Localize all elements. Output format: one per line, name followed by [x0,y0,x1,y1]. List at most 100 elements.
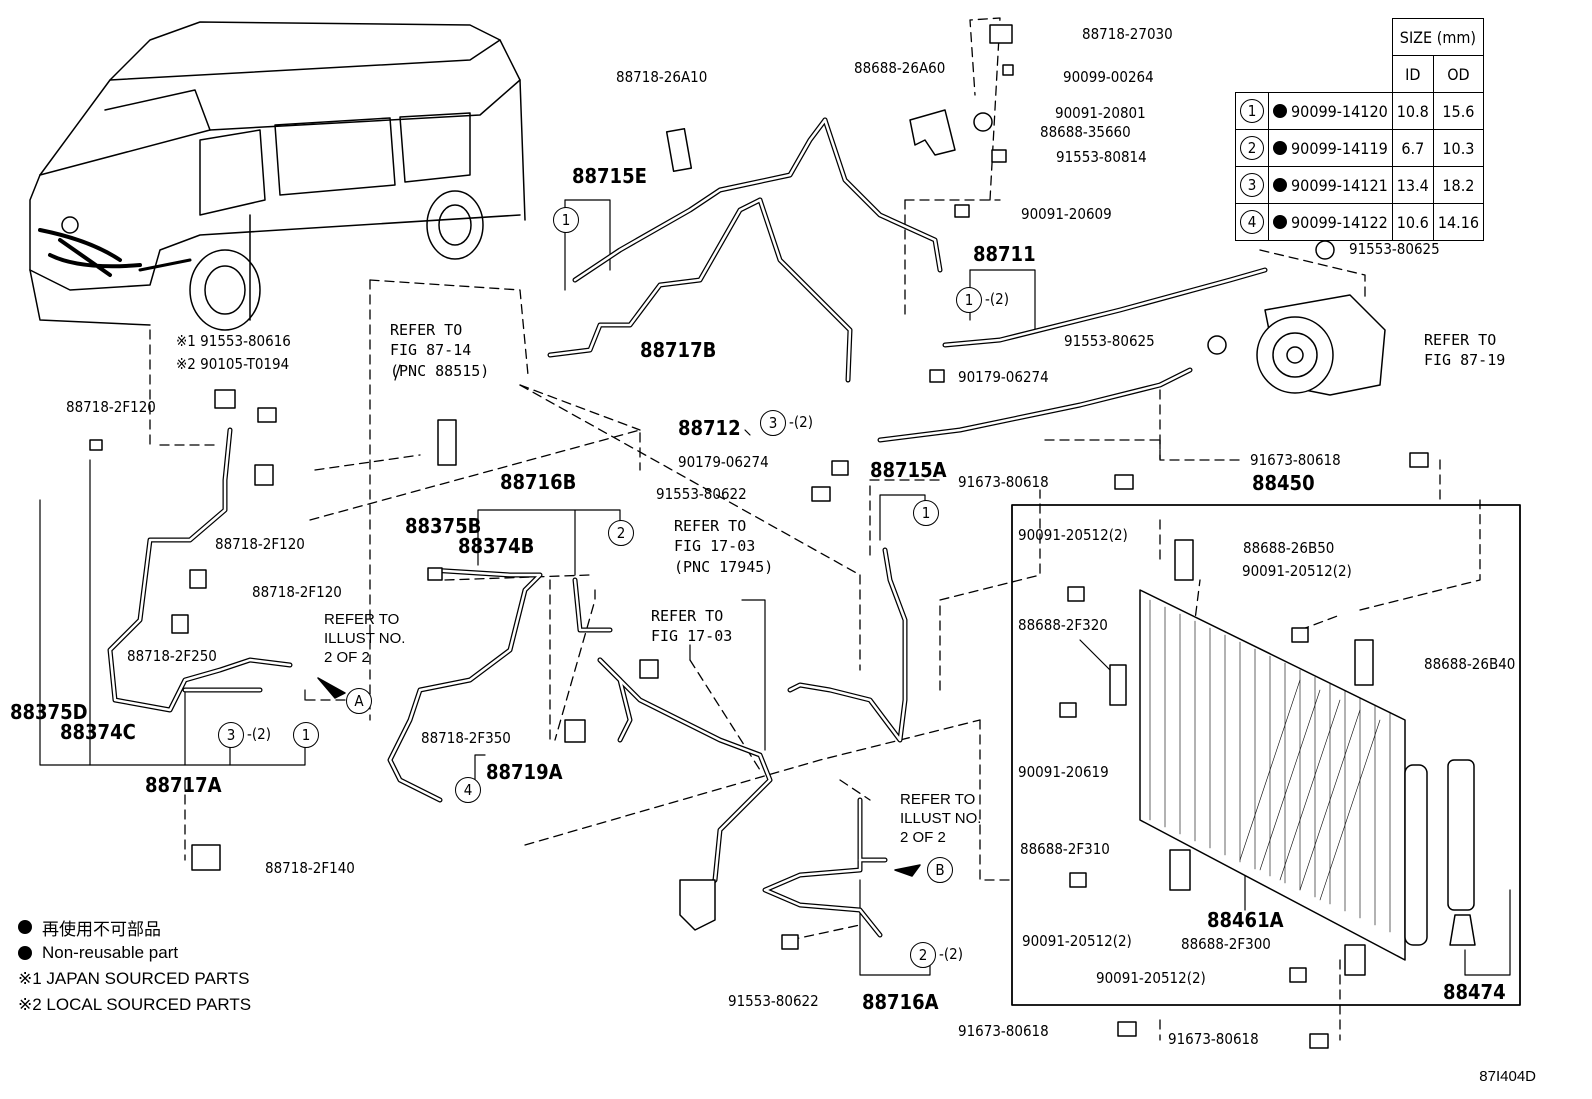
part-91673-80618[interactable]: 91673-80618 [1168,1030,1259,1048]
callout-qty: -(2) [985,290,1009,308]
part-90091-20512[interactable]: 90091-20512(2) [1242,562,1352,580]
assembly-88716B[interactable]: 88716B [500,470,577,494]
assembly-88717B[interactable]: 88717B [640,338,717,362]
seal-size-table: SIZE (mm) ID OD 1 90099-14120 10.8 15.6 … [1235,18,1485,241]
part-91553-80622[interactable]: 91553-80622 [728,992,819,1010]
local-sourced-part[interactable]: ※2 90105-T0194 [176,355,290,373]
row-part: 90099-14121 [1291,175,1388,195]
assembly-88715E[interactable]: 88715E [572,164,647,188]
row-part: 90099-14120 [1291,101,1388,121]
callout-4: 4 [455,777,481,803]
part-90091-20512[interactable]: 90091-20512(2) [1018,526,1128,544]
part-88718-26A10[interactable]: 88718-26A10 [616,68,708,86]
assembly-88711[interactable]: 88711 [973,242,1036,266]
van-illustration [29,21,526,331]
part-91673-80618[interactable]: 91673-80618 [1250,451,1341,469]
size-col-id: ID [1391,55,1434,93]
row-od: 15.6 [1432,92,1485,130]
row-part: 90099-14119 [1291,138,1388,158]
part-90091-20801[interactable]: 90091-20801 [1055,104,1146,122]
table-row: 1 90099-14120 10.8 15.6 [1235,92,1485,130]
part-91673-80618[interactable]: 91673-80618 [958,1022,1049,1040]
assembly-88375B[interactable]: 88375B [405,514,482,538]
row-id: 10.6 [1391,203,1434,241]
row-id: 10.8 [1391,92,1434,130]
part-88688-26B40[interactable]: 88688-26B40 [1424,655,1516,673]
assembly-88719A[interactable]: 88719A [486,760,563,784]
non-reusable-dot-icon [1273,103,1287,118]
table-row: 2 90099-14119 6.7 10.3 [1235,129,1485,167]
row-ref: 3 [1240,173,1264,197]
part-88718-2F140[interactable]: 88718-2F140 [265,859,355,877]
part-88688-2F300[interactable]: 88688-2F300 [1181,935,1271,953]
part-91553-80622[interactable]: 91553-80622 [656,485,747,503]
row-od: 18.2 [1432,166,1485,204]
part-88718-2F120[interactable]: 88718-2F120 [252,583,342,601]
part-90179-06274[interactable]: 90179-06274 [958,368,1049,386]
legend-non-reusable-en: Non-reusable part [42,943,179,962]
row-id: 13.4 [1391,166,1434,204]
row-part: 90099-14122 [1291,212,1388,232]
row-ref: 4 [1240,210,1264,234]
part-91553-80625[interactable]: 91553-80625 [1064,332,1155,350]
callout-3: 3 [760,410,786,436]
part-88718-2F120[interactable]: 88718-2F120 [215,535,305,553]
assembly-88717A[interactable]: 88717A [145,773,222,797]
assembly-88375D[interactable]: 88375D [10,700,88,724]
japan-sourced-part[interactable]: ※1 91553-80616 [176,332,291,350]
part-91673-80618[interactable]: 91673-80618 [958,473,1049,491]
size-header: SIZE (mm) [1391,18,1485,56]
part-90179-06274[interactable]: 90179-06274 [678,453,769,471]
row-id: 6.7 [1391,129,1434,167]
assembly-88474[interactable]: 88474 [1443,980,1506,1004]
part-90099-00264[interactable]: 90099-00264 [1063,68,1154,86]
row-od: 14.16 [1432,203,1485,241]
assembly-88374B[interactable]: 88374B [458,534,535,558]
assembly-88450[interactable]: 88450 [1252,471,1315,495]
callout-qty: -(2) [247,725,271,743]
legend-japan-sourced: ※1 JAPAN SOURCED PARTS [18,969,250,988]
part-90091-20609[interactable]: 90091-20609 [1021,205,1112,223]
legend-local-sourced: ※2 LOCAL SOURCED PARTS [18,995,252,1014]
callout-1: 1 [913,500,939,526]
part-88718-2F250[interactable]: 88718-2F250 [127,647,217,665]
part-90091-20512[interactable]: 90091-20512(2) [1022,932,1132,950]
part-90091-20512[interactable]: 90091-20512(2) [1096,969,1206,987]
part-88688-2F310[interactable]: 88688-2F310 [1020,840,1110,858]
assembly-88716A[interactable]: 88716A [862,990,939,1014]
non-reusable-dot-icon [18,920,32,934]
table-row: 3 90099-14121 13.4 18.2 [1235,166,1485,204]
assembly-88715A[interactable]: 88715A [870,458,947,482]
callout-A: A [346,688,372,714]
callout-qty: -(2) [789,413,813,431]
part-88688-26A60[interactable]: 88688-26A60 [854,59,946,77]
assembly-88461A[interactable]: 88461A [1207,908,1284,932]
part-88718-2F120[interactable]: 88718-2F120 [66,398,156,416]
callout-2: 2 [910,942,936,968]
non-reusable-dot-icon [1273,140,1287,155]
part-91553-80814[interactable]: 91553-80814 [1056,148,1147,166]
figure-code: 87I404D [1479,1068,1536,1085]
part-88688-26B50[interactable]: 88688-26B50 [1243,539,1335,557]
assembly-88712[interactable]: 88712 [678,416,741,440]
callout-1: 1 [293,722,319,748]
part-88718-27030[interactable]: 88718-27030 [1082,25,1173,43]
non-reusable-dot-icon [1273,177,1287,192]
non-reusable-dot-icon [1273,214,1287,229]
assembly-88374C[interactable]: 88374C [60,720,136,744]
legend: 再使用不可部品 Non-reusable part ※1 JAPAN SOURC… [18,914,251,1018]
part-91553-80625[interactable]: 91553-80625 [1349,240,1440,258]
part-88688-35660[interactable]: 88688-35660 [1040,123,1131,141]
part-88718-2F350[interactable]: 88718-2F350 [421,729,511,747]
part-90091-20619[interactable]: 90091-20619 [1018,763,1109,781]
part-88688-2F320[interactable]: 88688-2F320 [1018,616,1108,634]
non-reusable-dot-icon [18,946,32,960]
